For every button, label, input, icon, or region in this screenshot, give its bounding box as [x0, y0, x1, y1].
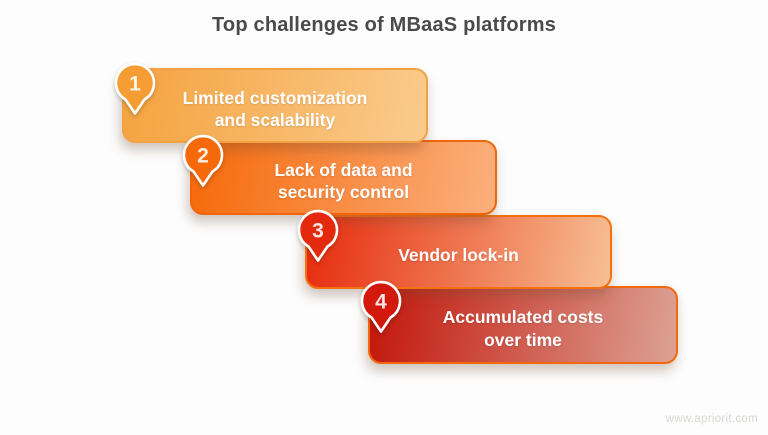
location-pin-4-icon: 4: [360, 280, 402, 333]
challenge-card-1-label: Limited customization and scalability: [182, 87, 368, 130]
challenge-card-3: Vendor lock-in: [305, 215, 612, 289]
pin-2-number: 2: [197, 145, 209, 168]
challenge-card-1: Limited customization and scalability: [122, 68, 428, 143]
page-title: Top challenges of MBaaS platforms: [211, 14, 557, 36]
challenge-card-2-label: Lack of data and security control: [274, 159, 413, 202]
challenge-card-3-label: Vendor lock-in: [398, 245, 519, 266]
challenge-card-4: Accumulated costs over time: [368, 286, 678, 364]
location-pin-1-icon: 1: [114, 62, 156, 115]
location-pin-3-icon: 3: [297, 209, 339, 262]
location-pin-2-icon: 2: [182, 134, 224, 187]
pin-1-number: 1: [129, 73, 141, 96]
pin-3-number: 3: [312, 220, 324, 243]
site-watermark: www.apriorit.com: [665, 413, 758, 425]
challenge-card-2: Lack of data and security control: [190, 140, 497, 215]
pin-4-number: 4: [375, 291, 387, 314]
challenge-card-4-label: Accumulated costs over time: [442, 307, 604, 350]
